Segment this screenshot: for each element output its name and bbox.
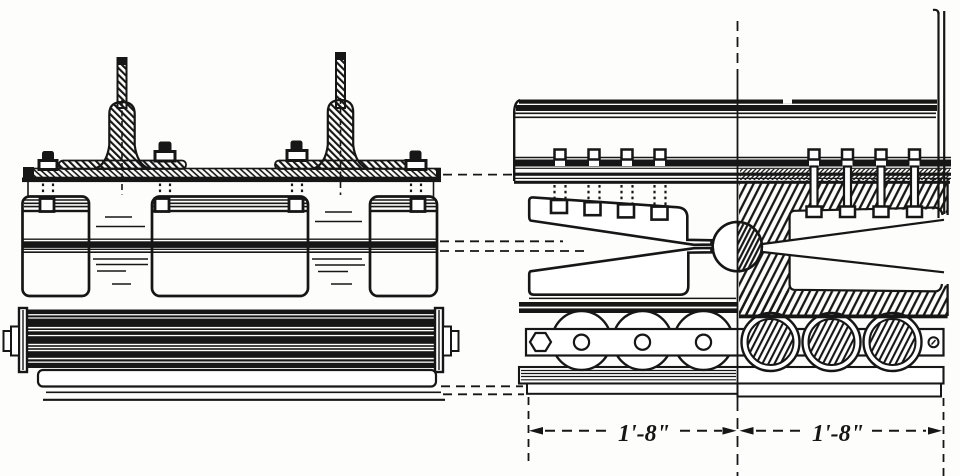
svg-text:1'-8": 1'-8" (812, 421, 864, 447)
svg-text:1'-8": 1'-8" (618, 421, 670, 447)
